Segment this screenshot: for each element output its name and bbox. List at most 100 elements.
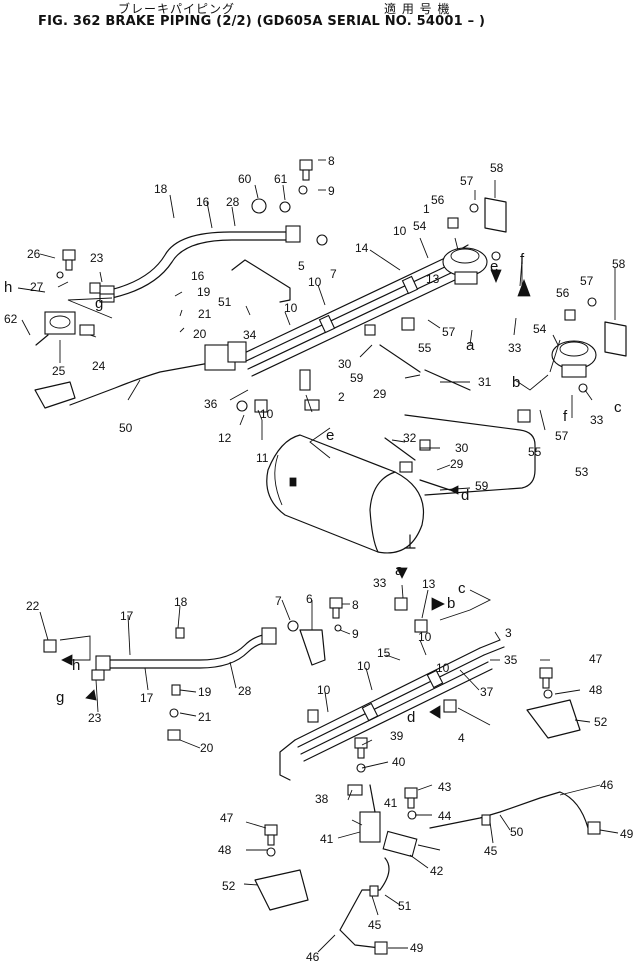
bracket-left-upper [34,381,76,409]
callout-20-upper: 20 [193,327,207,341]
hose-17 [95,627,277,671]
callout-57-upper-b: 57 [442,325,456,339]
callout-34: 34 [243,328,257,342]
pipe-50-lower [429,791,589,829]
callout-18-upper: 18 [154,182,168,196]
callout-33-upper-a: 33 [508,341,522,355]
callout-46-right: 46 [600,778,614,792]
callout-48-left: 48 [218,843,232,857]
callout-16-upper-b: 16 [191,269,205,283]
letter-a-upper: a [466,337,475,354]
callout-11: 11 [256,451,269,465]
callout-40: 40 [392,755,406,769]
letter-b-upper: b [512,374,520,391]
callout-57-upper-a: 57 [460,174,474,188]
callout-29-lower: 29 [450,457,464,471]
callout-21-lower: 21 [198,710,212,724]
callout-29-upper: 29 [373,387,387,401]
callout-20-lower: 20 [200,741,214,755]
callout-22: 22 [26,599,40,613]
callout-55-right: 55 [528,445,542,459]
valve-block-34 [204,341,247,371]
callout-9-upper: 9 [328,184,335,198]
letter-g-upper: g [95,295,103,312]
callout-45-left: 45 [368,918,382,932]
callout-labels: 8 9 60 61 18 16 28 5 7 14 10 54 1 56 57 … [4,154,634,964]
arrow-a-lower [396,567,408,579]
bracket-58-upper [484,197,507,233]
letter-e-lower: e [326,427,334,444]
bracket-52-right [526,699,581,739]
bracket-52-left [254,869,309,911]
letter-b-lower: b [447,595,455,612]
bracket-6 [299,629,326,666]
callout-50-upper: 50 [119,421,133,435]
leader-lines-upper [17,159,616,491]
bolts-lower [167,597,553,846]
callout-30-lower: 30 [455,441,469,455]
callout-25: 25 [52,364,66,378]
callout-2: 2 [338,390,345,404]
callout-31: 31 [478,375,492,389]
callout-3: 3 [505,626,512,640]
callout-39: 39 [390,729,404,743]
leader-lines-lower [39,584,619,953]
callout-61: 61 [274,172,288,186]
fittings-lower [43,597,601,955]
callout-44: 44 [438,809,452,823]
callout-24: 24 [92,359,106,373]
air-tank [266,434,425,554]
callout-23-upper: 23 [90,251,104,265]
callout-10-lower-c: 10 [317,683,331,697]
pipe-51-lower [339,857,390,949]
callout-18-lower: 18 [174,595,188,609]
callout-58-upper: 58 [490,161,504,175]
letter-h-lower: h [72,657,80,674]
callout-10-upper-a: 10 [393,224,407,238]
callout-41-a: 41 [384,796,398,810]
upper-assembly [17,159,627,554]
callout-26: 26 [27,247,41,261]
relay-valve-54-right [551,340,597,378]
callout-56-upper: 56 [431,193,445,207]
valve-25-assembly [35,311,76,346]
callout-42: 42 [430,864,444,878]
callout-12: 12 [218,431,232,445]
callout-43: 43 [438,780,452,794]
callout-54-upper: 54 [413,219,427,233]
fittings-upper [56,185,597,491]
letter-f-lower: f [563,408,568,425]
callout-19-lower: 19 [198,685,212,699]
arrow-e-upper [490,269,502,284]
callout-33-right: 33 [590,413,604,427]
callout-19-upper: 19 [197,285,211,299]
callout-16-upper-a: 16 [196,195,210,209]
arrow-g-lower [85,689,97,701]
callout-4: 4 [458,731,465,745]
callout-5: 5 [298,259,305,273]
callout-14: 14 [355,241,369,255]
callout-27: 27 [30,280,44,294]
callout-57-right-a: 57 [580,274,594,288]
callout-55-upper: 55 [418,341,432,355]
reference-letters: a a b b c c d d e e f f g g h h [4,251,622,726]
letter-e-upper: e [490,258,498,275]
callout-30-upper: 30 [338,357,352,371]
callout-47-right: 47 [589,652,603,666]
callout-36: 36 [204,397,218,411]
valve-block-42 [359,784,418,858]
callout-49-left: 49 [410,941,424,955]
bracket-51-upper [231,259,291,303]
letter-d-upper: d [461,487,469,504]
callout-56-right: 56 [556,286,570,300]
callout-57-right-b: 57 [555,429,569,443]
bracket-58-right [604,321,627,357]
callout-54-right: 54 [533,322,547,336]
callout-60: 60 [238,172,252,186]
callout-28-lower: 28 [238,684,252,698]
callout-10-lower-a: 10 [418,630,432,644]
callout-10-upper-d: 10 [284,301,298,315]
callout-17-lower-b: 17 [140,691,154,705]
callout-32: 32 [403,431,417,445]
letter-g-lower: g [56,689,64,706]
